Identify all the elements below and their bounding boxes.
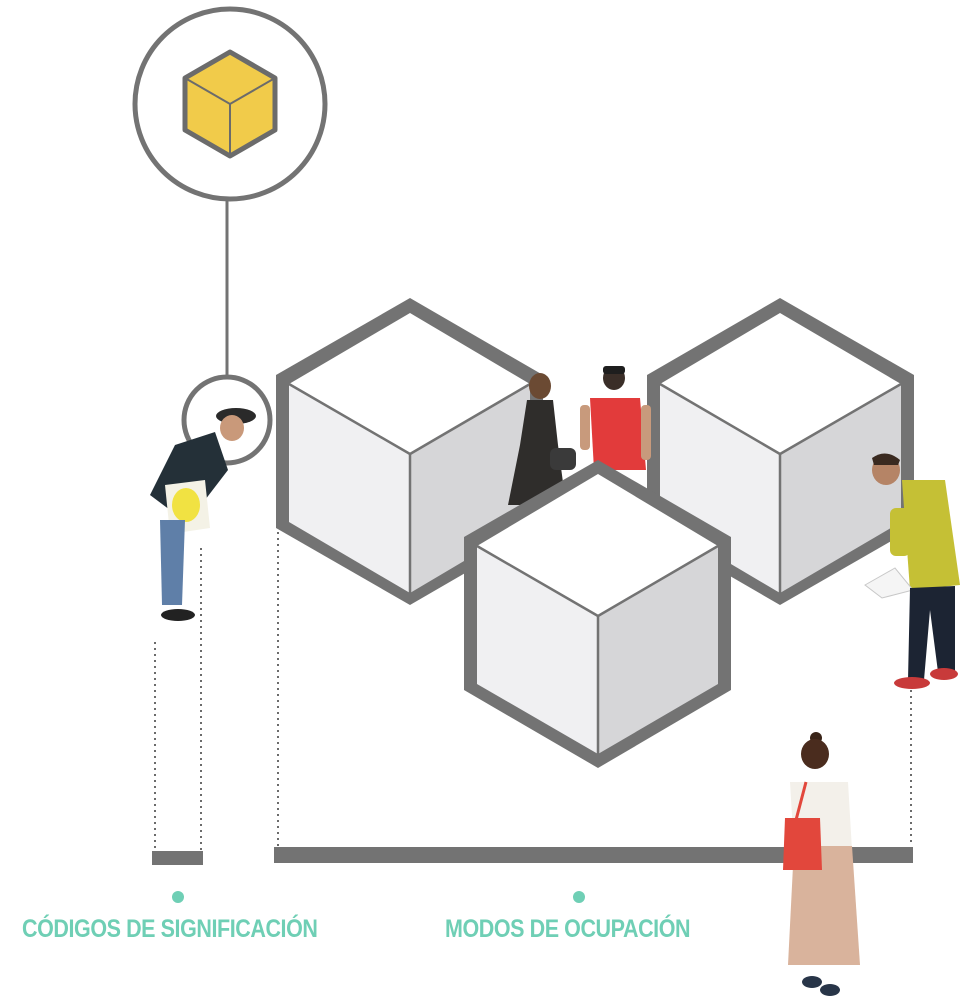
dotted-guides <box>154 532 912 850</box>
yellow-cube-icon <box>182 49 278 159</box>
man-reading-paper <box>864 453 960 689</box>
cube-left <box>276 298 543 605</box>
label-dot-left <box>172 891 184 903</box>
label-modos-de-ocupacion: MODOS DE OCUPACIÓN <box>445 915 691 943</box>
woman-with-red-bag <box>783 732 860 996</box>
label-codigos-de-significacion: CÓDIGOS DE SIGNIFICACIÓN <box>22 915 318 943</box>
focus-circle-icon <box>181 374 273 466</box>
baseline-bar-right <box>274 847 913 863</box>
label-dot-right <box>573 891 585 903</box>
baseline-bar-left <box>152 851 203 865</box>
couple-walking <box>508 366 651 505</box>
magnifier-circle <box>132 6 328 202</box>
person-bending-with-tote <box>150 408 256 621</box>
cube-front <box>464 460 731 768</box>
